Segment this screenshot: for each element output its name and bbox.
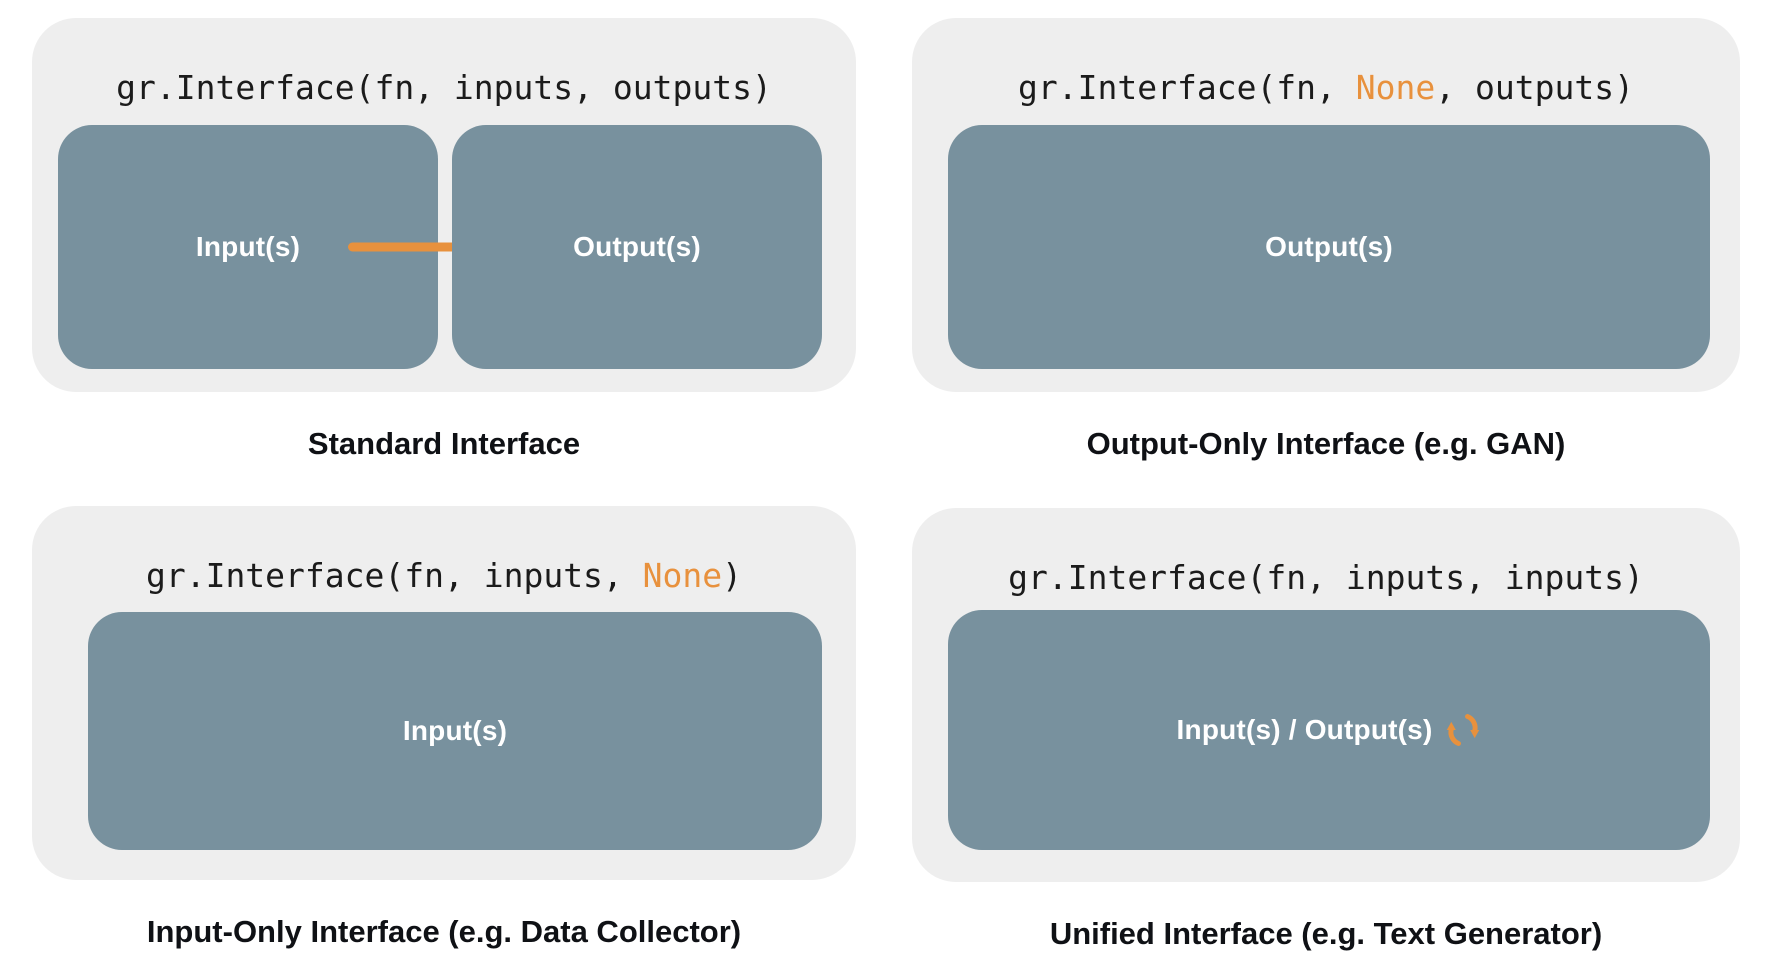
panel-output-only-interface: gr.Interface(fn, None, outputs) Output(s… bbox=[912, 18, 1740, 464]
panel-standard-interface: gr.Interface(fn, inputs, outputs) Input(… bbox=[32, 18, 856, 464]
box-label: Output(s) bbox=[1265, 231, 1393, 262]
sync-icon bbox=[1447, 714, 1480, 746]
panel-caption: Unified Interface (e.g. Text Generator) bbox=[1049, 916, 1603, 951]
box-label: Input(s) / Output(s) bbox=[1177, 712, 1482, 748]
code-snippet: gr.Interface(fn, None, outputs) bbox=[1018, 68, 1634, 107]
panel-background: gr.Interface(fn, inputs, inputs) Input(s… bbox=[912, 508, 1740, 882]
panel-unified-interface: gr.Interface(fn, inputs, inputs) Input(s… bbox=[912, 508, 1740, 954]
box-label: Output(s) bbox=[573, 231, 701, 262]
output-box: Output(s) bbox=[452, 125, 822, 369]
output-box: Output(s) bbox=[948, 125, 1710, 369]
input-box: Input(s) bbox=[88, 612, 822, 850]
panel-background: gr.Interface(fn, None, outputs) Output(s… bbox=[912, 18, 1740, 392]
panel-caption: Input-Only Interface (e.g. Data Collecto… bbox=[146, 914, 742, 949]
input-output-box: Input(s) / Output(s) bbox=[948, 610, 1710, 850]
code-snippet: gr.Interface(fn, inputs, outputs) bbox=[116, 68, 772, 107]
code-snippet: gr.Interface(fn, inputs, None) bbox=[145, 556, 743, 595]
panel-input-only-interface: gr.Interface(fn, inputs, None) Input(s) … bbox=[32, 506, 856, 952]
box-label-text: Input(s) / Output(s) bbox=[1176, 714, 1433, 745]
panel-caption: Standard Interface bbox=[307, 426, 581, 461]
box-label: Input(s) bbox=[402, 715, 508, 746]
code-snippet: gr.Interface(fn, inputs, inputs) bbox=[1008, 558, 1644, 597]
panel-caption: Output-Only Interface (e.g. GAN) bbox=[1086, 426, 1566, 461]
box-label: Input(s) bbox=[195, 231, 301, 262]
panel-background: gr.Interface(fn, inputs, outputs) Input(… bbox=[32, 18, 856, 392]
panel-background: gr.Interface(fn, inputs, None) Input(s) bbox=[32, 506, 856, 880]
